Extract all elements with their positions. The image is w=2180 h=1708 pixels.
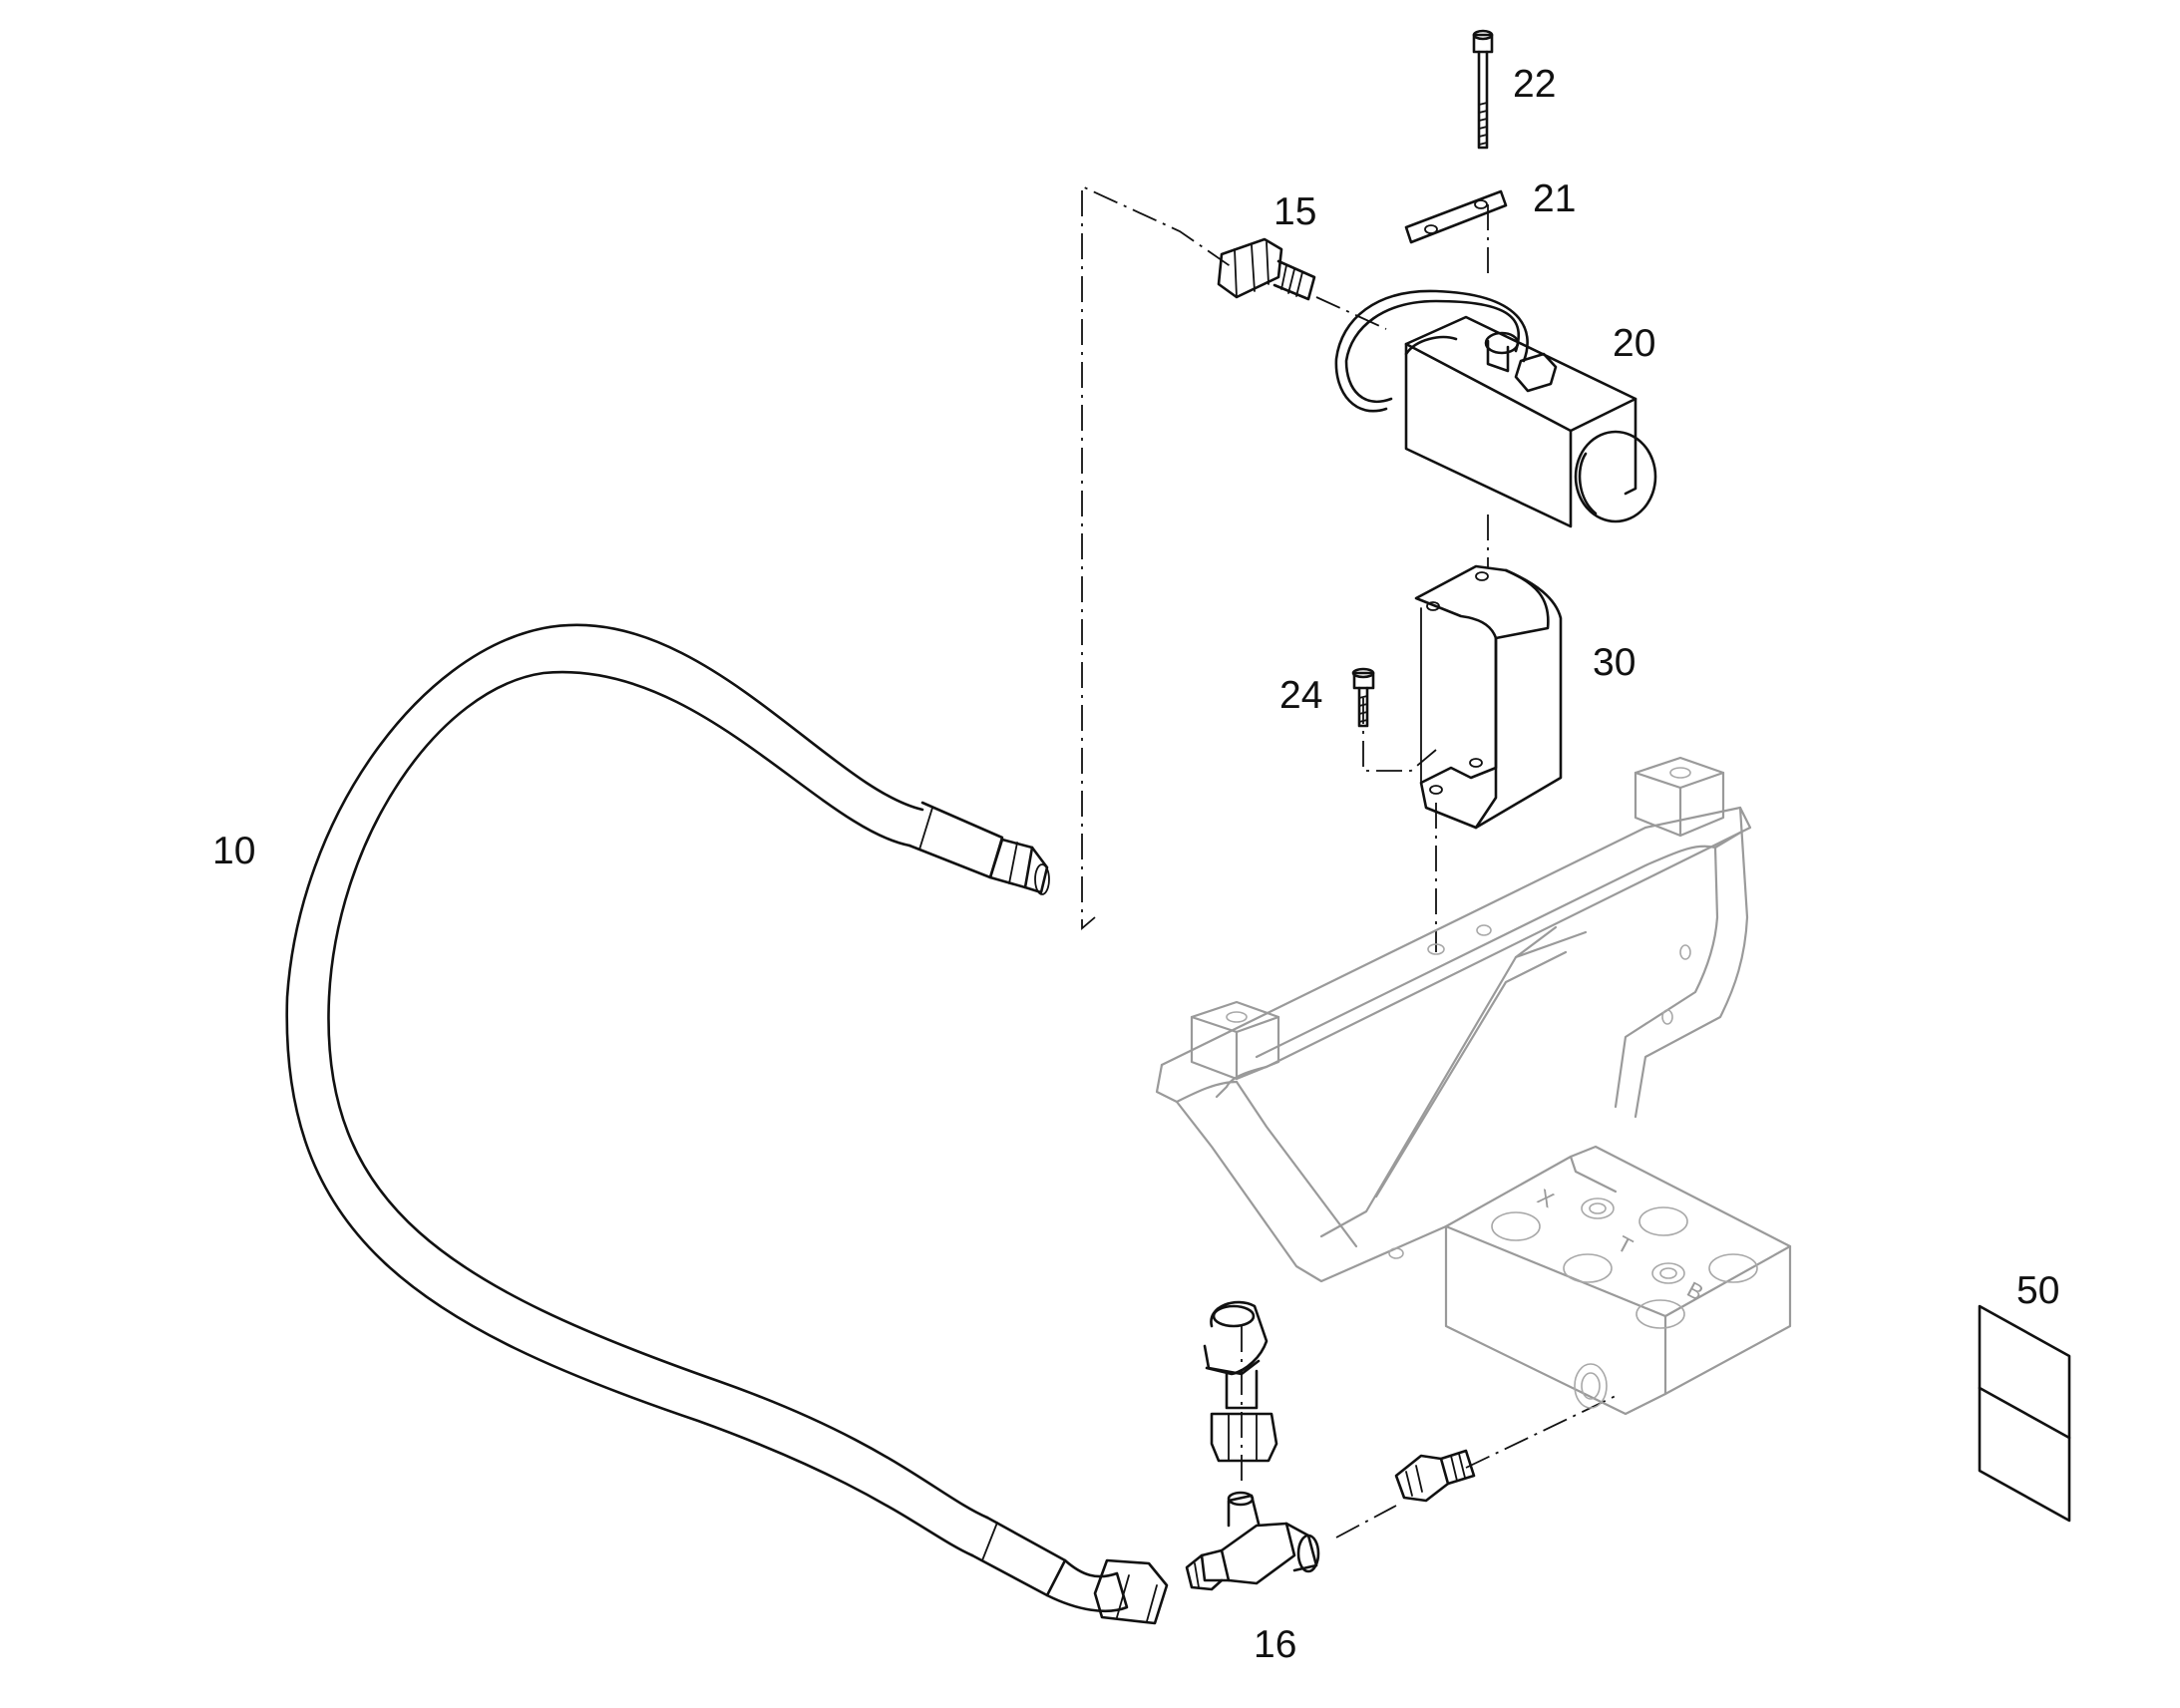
adapter-part-15 bbox=[1217, 237, 1316, 301]
callouts: 10 15 16 20 21 22 24 30 50 bbox=[212, 63, 2059, 1666]
callout-50: 50 bbox=[2016, 1269, 2059, 1312]
port-mark-b: B bbox=[1683, 1276, 1708, 1305]
callout-22: 22 bbox=[1513, 63, 1556, 106]
callout-24: 24 bbox=[1279, 674, 1322, 717]
plate-part-21 bbox=[1404, 189, 1508, 244]
port-mark-t: T bbox=[1614, 1230, 1637, 1258]
port-mark-x: X bbox=[1534, 1184, 1559, 1212]
callout-10: 10 bbox=[212, 830, 255, 872]
bolt-part-22 bbox=[1472, 29, 1494, 150]
callout-20: 20 bbox=[1613, 322, 1655, 365]
bracket-part-30 bbox=[1414, 564, 1563, 830]
label-sheet-part-50 bbox=[1978, 1304, 2071, 1523]
callout-15: 15 bbox=[1273, 190, 1316, 233]
callout-21: 21 bbox=[1533, 177, 1576, 220]
callout-16: 16 bbox=[1254, 1623, 1296, 1666]
callout-30: 30 bbox=[1593, 641, 1635, 684]
screw-part-24 bbox=[1351, 667, 1375, 728]
connector-fitting bbox=[1394, 1449, 1476, 1503]
elbow-fitting bbox=[1203, 1300, 1278, 1463]
frame-reference: X T B bbox=[1155, 756, 1792, 1416]
tee-fitting-part-16 bbox=[1185, 1491, 1320, 1591]
valve-part-20 bbox=[1334, 289, 1657, 528]
hose-part-10 bbox=[285, 623, 1169, 1625]
